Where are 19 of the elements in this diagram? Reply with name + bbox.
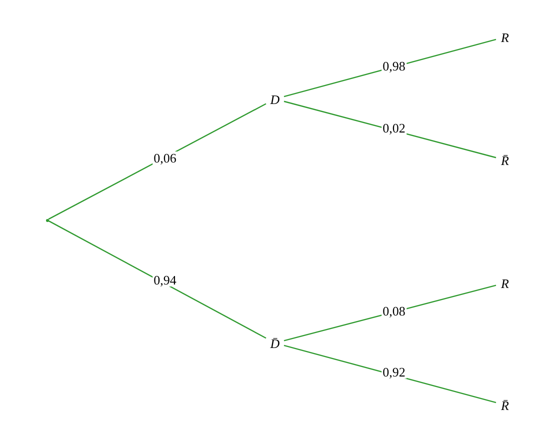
event-label: D	[266, 89, 284, 109]
branch-line	[284, 344, 496, 404]
edge-label: 0,98	[382, 60, 406, 72]
edge-label: 0,92	[382, 366, 406, 378]
edge-label: 0,94	[152, 273, 178, 286]
event-label: D̄	[266, 333, 284, 353]
event-label: R̄	[496, 395, 514, 415]
edge-label: 0,08	[382, 304, 406, 318]
edge-label: 0,06	[152, 151, 178, 164]
branch-line	[284, 38, 496, 98]
event-label: R	[496, 27, 514, 47]
branch-point	[46, 218, 48, 222]
branch-line	[284, 284, 496, 342]
branch-line	[284, 100, 496, 158]
edge-label: 0,02	[382, 121, 406, 134]
event-label: R	[496, 273, 514, 293]
branch-line	[48, 220, 266, 339]
event-label: R̄	[496, 150, 514, 170]
branch-line	[48, 103, 266, 220]
